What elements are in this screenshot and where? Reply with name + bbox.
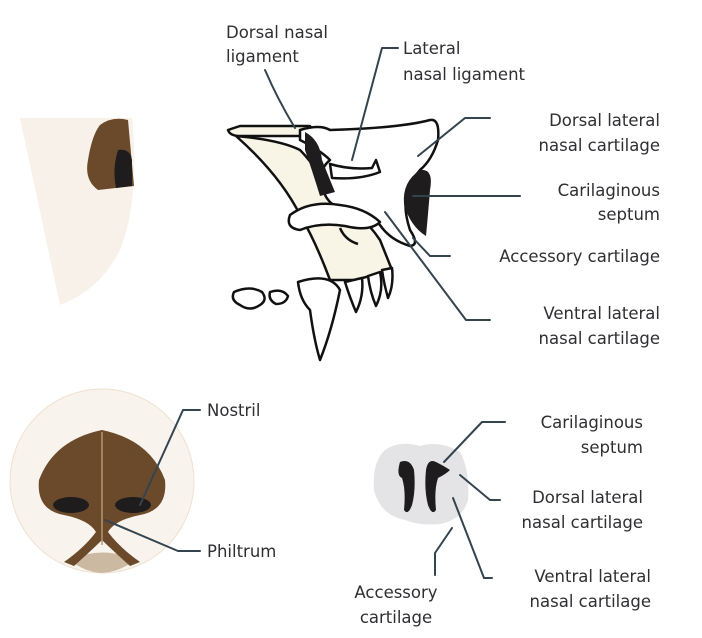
left-nostril (53, 497, 89, 513)
label-xs-ventral-lateral-1: Ventral lateral (534, 567, 651, 586)
label-cartilaginous-septum-2: septum (598, 205, 660, 224)
label-nostril: Nostril (207, 401, 260, 420)
label-philtrum: Philtrum (207, 542, 276, 561)
label-xs-dorsal-lateral-1: Dorsal lateral (532, 488, 643, 507)
skull-side-illustration (226, 118, 440, 362)
label-dorsal-lateral-nasal-cartilage-1: Dorsal lateral (549, 111, 660, 130)
label-dorsal-nasal-ligament-2: ligament (226, 47, 299, 66)
label-xs-dorsal-lateral-2: nasal cartilage (522, 513, 643, 532)
label-xs-cartilaginous-septum-2: septum (581, 438, 643, 457)
label-ventral-lateral-nasal-cartilage-2: nasal cartilage (539, 329, 660, 348)
label-dorsal-nasal-ligament-1: Dorsal nasal (226, 23, 328, 42)
label-xs-accessory-2: cartilage (360, 608, 432, 627)
label-xs-ventral-lateral-2: nasal cartilage (530, 592, 651, 611)
label-xs-accessory-1: Accessory (354, 583, 437, 602)
label-dorsal-lateral-nasal-cartilage-2: nasal cartilage (539, 136, 660, 155)
right-nostril (115, 497, 151, 513)
leader-lines (104, 47, 521, 579)
side-profile-illustration (20, 118, 135, 305)
label-lateral-nasal-ligament-1: Lateral (403, 39, 460, 58)
label-lateral-nasal-ligament-2: nasal ligament (403, 65, 526, 84)
label-accessory-cartilage: Accessory cartilage (499, 247, 660, 266)
label-cartilaginous-septum-1: Carilaginous (558, 181, 660, 200)
label-xs-cartilaginous-septum-1: Carilaginous (541, 413, 643, 432)
label-ventral-lateral-nasal-cartilage-1: Ventral lateral (543, 304, 660, 323)
cross-section-illustration (373, 443, 469, 525)
